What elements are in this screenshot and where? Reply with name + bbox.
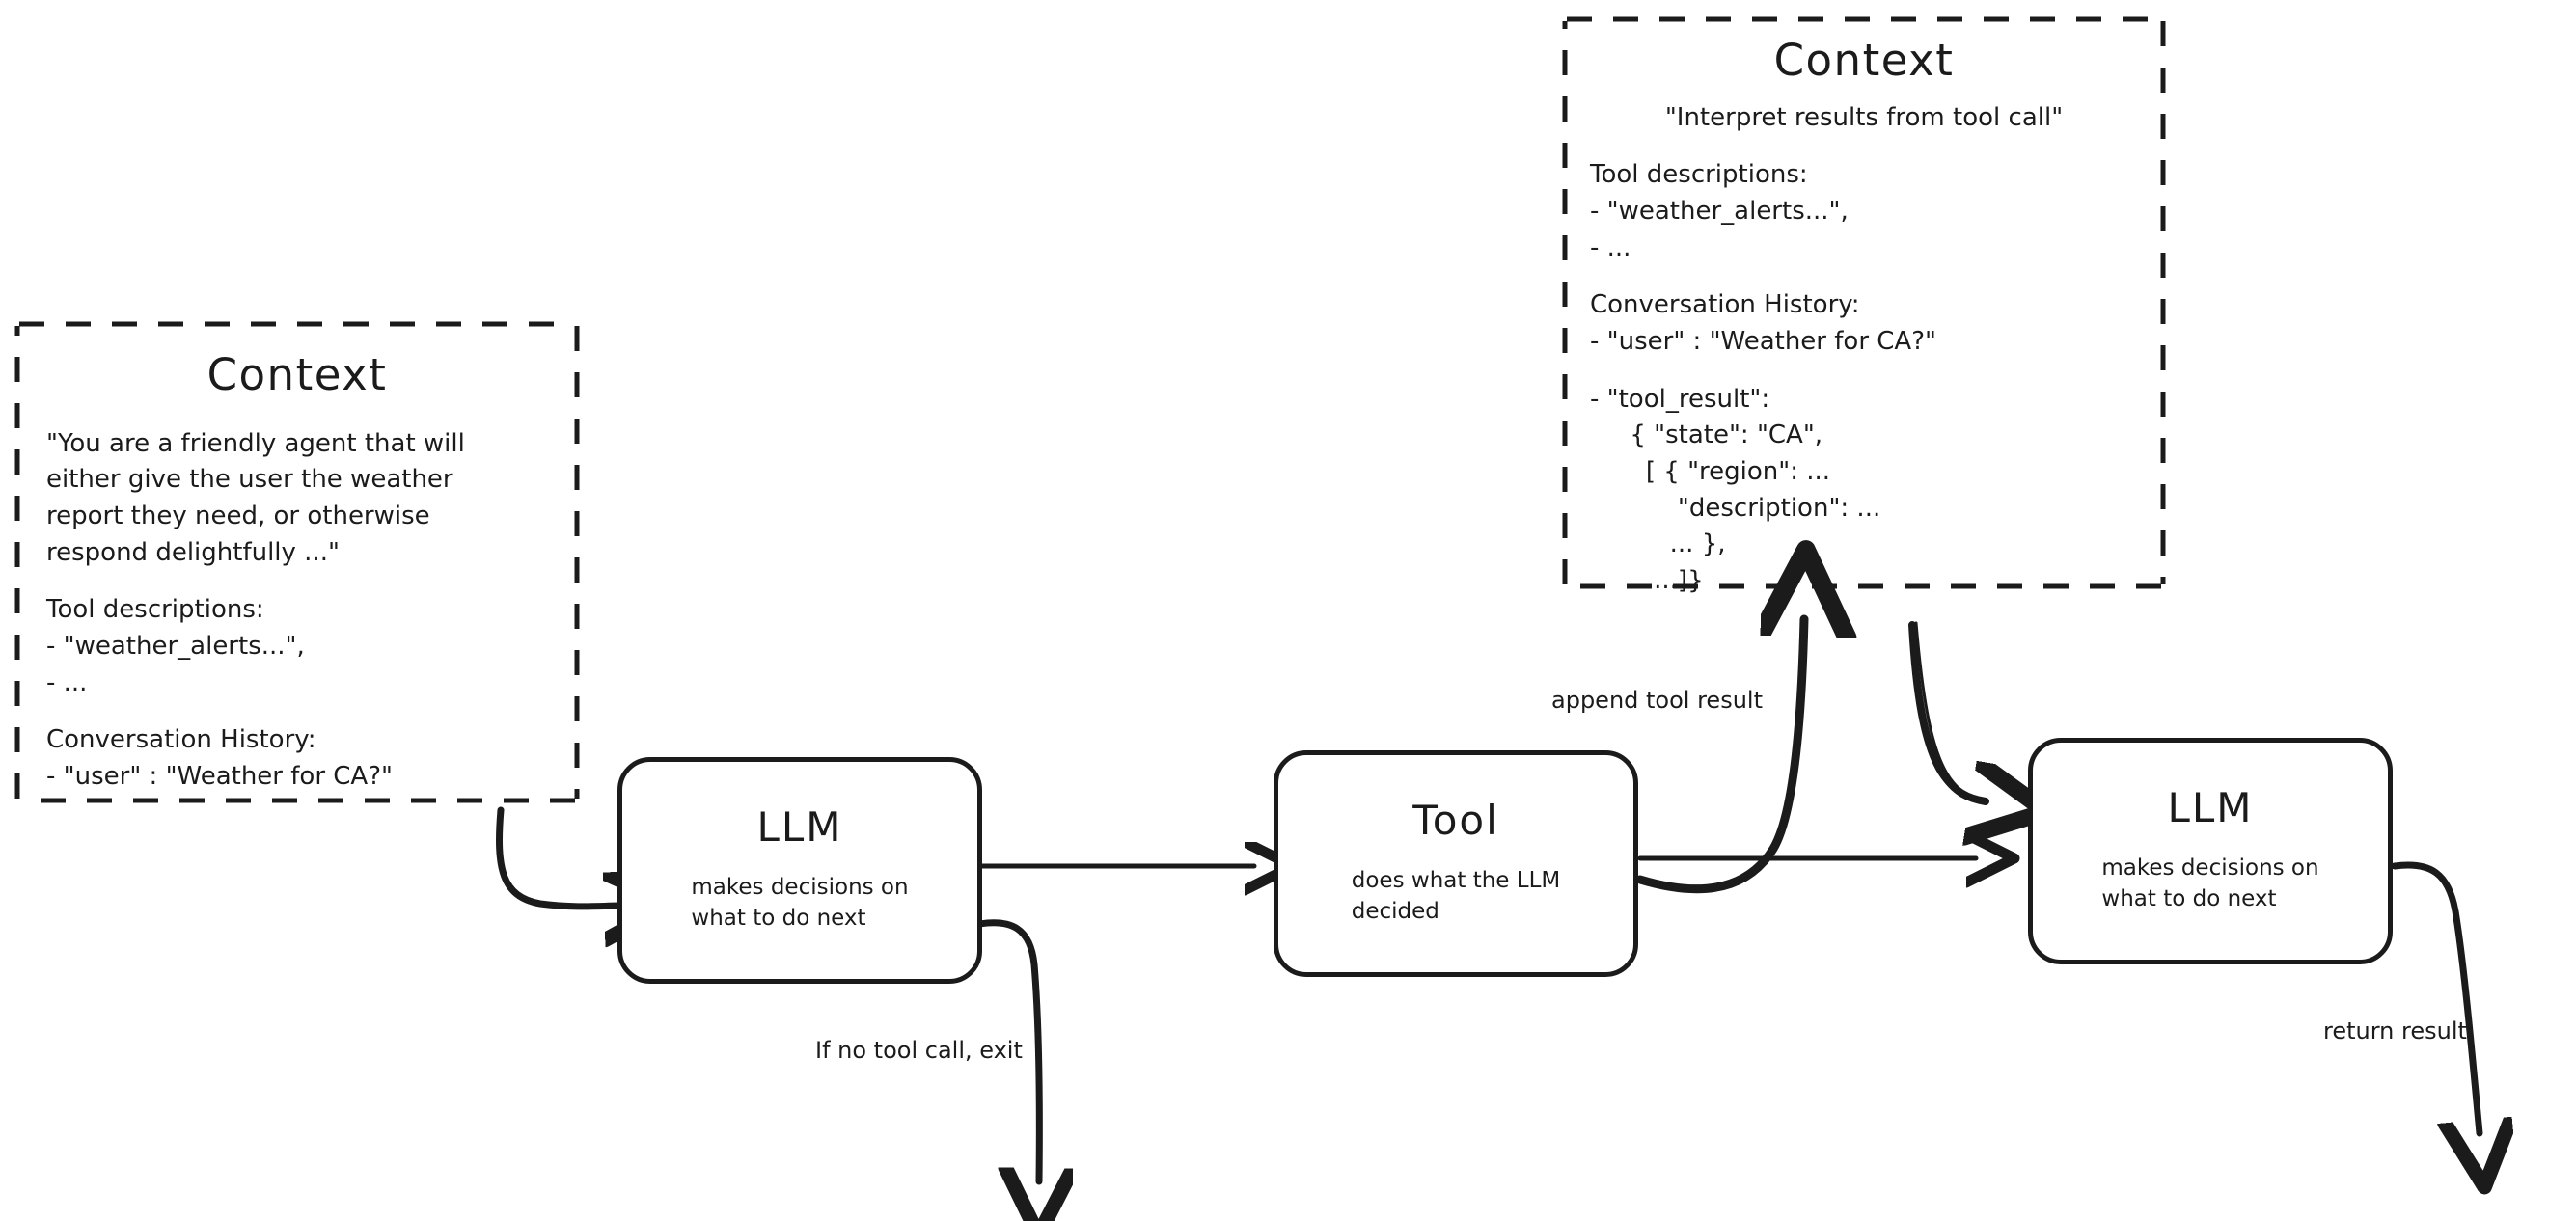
node-llm-first[interactable]: LLM makes decisions on what to do next xyxy=(617,757,982,984)
edge-label-append-tool-result: append tool result xyxy=(1551,687,1763,714)
context-left-panel: Context "You are a friendly agent that w… xyxy=(17,324,577,800)
context-right-tool-descriptions-header: Tool descriptions: xyxy=(1590,160,1808,190)
context-right-title: Context xyxy=(1773,35,1955,86)
context-right-tool-result-label: - "tool_result": xyxy=(1590,384,1770,414)
edge-context-to-llm-second xyxy=(1908,621,1987,801)
node-tool[interactable]: Tool does what the LLM decided xyxy=(1274,750,1638,977)
edge-context-to-llm xyxy=(496,806,617,907)
context-right-system-prompt: "Interpret results from tool call" xyxy=(1664,102,2064,132)
context-right-conversation-user: - "user" : "Weather for CA?" xyxy=(1590,326,1936,356)
context-right-panel: Context "Interpret results from tool cal… xyxy=(1565,19,2163,595)
edge-llm-return xyxy=(2391,861,2480,1133)
node-tool-subtitle: does what the LLM decided xyxy=(1351,868,1561,924)
context-right-conversation-header: Conversation History: xyxy=(1590,290,1860,320)
node-llm-second-title: LLM xyxy=(2167,784,2254,832)
edge-tool-to-context xyxy=(1635,619,1804,894)
node-llm-first-subtitle: makes decisions on what to do next xyxy=(691,875,909,931)
context-right-tool-result-body: { "state": "CA", [ { "region": ... "desc… xyxy=(1630,421,1881,596)
node-llm-first-title: LLM xyxy=(756,803,843,852)
edge-label-return-result: return result xyxy=(2323,1018,2467,1045)
context-left-tool-descriptions-header: Tool descriptions: xyxy=(46,595,264,625)
context-left-conversation-header: Conversation History: xyxy=(46,725,316,755)
context-right-tool-descriptions: - "weather_alerts...", - ... xyxy=(1590,196,1849,262)
node-llm-second-subtitle: makes decisions on what to do next xyxy=(2101,855,2319,911)
context-left-system-prompt: "You are a friendly agent that will eith… xyxy=(46,428,465,567)
context-left-conversation: - "user" : "Weather for CA?" xyxy=(46,762,393,791)
edge-label-if-no-tool-call-exit: If no tool call, exit xyxy=(815,1037,1023,1064)
context-left-title: Context xyxy=(206,349,388,400)
node-tool-title: Tool xyxy=(1412,797,1499,845)
context-left-tool-descriptions: - "weather_alerts...", - ... xyxy=(46,631,305,697)
node-llm-second[interactable]: LLM makes decisions on what to do next xyxy=(2028,738,2393,964)
